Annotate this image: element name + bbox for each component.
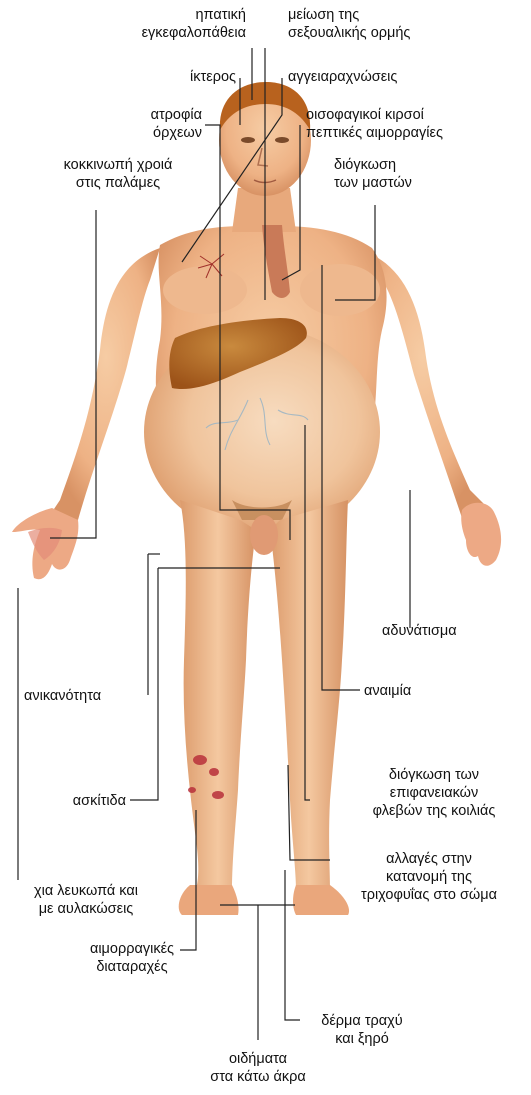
label-gynecomastia-line2: των μαστών [334,174,484,192]
label-anemia: αναιμία [364,682,484,700]
label-jaundice-line1: ίκτερος [130,68,236,86]
label-reduced-libido-line2: σεξουαλικής ορμής [288,24,488,42]
label-palmar-erythema-line2: στις παλάμες [28,174,208,192]
label-spider-angiomas-line1: αγγειαραχνώσεις [288,68,488,86]
label-nails-line1: χια λευκωπά και [0,882,172,900]
label-testicular-atrophy: ατροφία όρχεων [110,106,202,142]
label-hepatic-encephalopathy: ηπατική εγκεφαλοπάθεια [50,6,246,42]
label-testicular-atrophy-line2: όρχεων [110,124,202,142]
label-hair-distribution: αλλαγές στην κατανομή της τριχοφυΐας στο… [330,850,528,904]
left-leg [270,500,348,890]
label-hair-distribution-line2: κατανομή της [330,868,528,886]
label-reduced-libido: μείωση της σεξουαλικής ορμής [288,6,488,42]
label-abdominal-veins: διόγκωση των επιφανειακών φλεβών της κοι… [340,766,528,820]
label-reduced-libido-line1: μείωση της [288,6,488,24]
right-foot [179,885,239,915]
label-esophageal-varices: οισοφαγικοί κιρσοί πεπτικές αιμορραγίες [306,106,528,142]
label-ascites-line1: ασκίτιδα [30,792,126,810]
label-impotence: ανικανότητα [24,687,144,705]
label-bleeding-disorders-line2: διαταραχές [70,958,194,976]
label-jaundice: ίκτερος [130,68,236,86]
label-bleeding-disorders: αιμορραγικές διαταραχές [70,940,194,976]
label-abdominal-veins-line1: διόγκωση των [340,766,528,784]
label-anemia-line1: αναιμία [364,682,484,700]
label-gynecomastia-line1: διόγκωση [334,156,484,174]
label-gynecomastia: διόγκωση των μαστών [334,156,484,192]
label-weakness: αδυνάτισμα [382,622,522,640]
label-esophageal-varices-line2: πεπτικές αιμορραγίες [306,124,528,142]
label-nails: χια λευκωπά και με αυλακώσεις [0,882,172,918]
label-palmar-erythema-line1: κοκκινωπή χροιά [28,156,208,174]
label-hepatic-encephalopathy-line2: εγκεφαλοπάθεια [50,24,246,42]
label-rough-skin-line2: και ξηρό [300,1030,424,1048]
label-impotence-line1: ανικανότητα [24,687,144,705]
label-rough-skin-line1: δέρμα τραχύ [300,1012,424,1030]
label-rough-skin: δέρμα τραχύ και ξηρό [300,1012,424,1048]
label-abdominal-veins-line3: φλεβών της κοιλιάς [340,802,528,820]
label-hair-distribution-line1: αλλαγές στην [330,850,528,868]
label-edema-line1: οιδήματα [190,1050,326,1068]
right-arm [52,248,160,520]
left-hand [461,503,501,566]
label-weakness-line1: αδυνάτισμα [382,622,522,640]
label-palmar-erythema: κοκκινωπή χροιά στις παλάμες [28,156,208,192]
label-esophageal-varices-line1: οισοφαγικοί κιρσοί [306,106,528,124]
label-hepatic-encephalopathy-line1: ηπατική [50,6,246,24]
label-ascites: ασκίτιδα [30,792,126,810]
right-leg [180,500,256,890]
label-bleeding-disorders-line1: αιμορραγικές [70,940,194,958]
label-edema-line2: στα κάτω άκρα [190,1068,326,1086]
label-edema: οιδήματα στα κάτω άκρα [190,1050,326,1086]
label-testicular-atrophy-line1: ατροφία [110,106,202,124]
label-spider-angiomas: αγγειαραχνώσεις [288,68,488,86]
label-abdominal-veins-line2: επιφανειακών [340,784,528,802]
label-nails-line2: με αυλακώσεις [0,900,172,918]
label-hair-distribution-line3: τριχοφυΐας στο σώμα [330,886,528,904]
